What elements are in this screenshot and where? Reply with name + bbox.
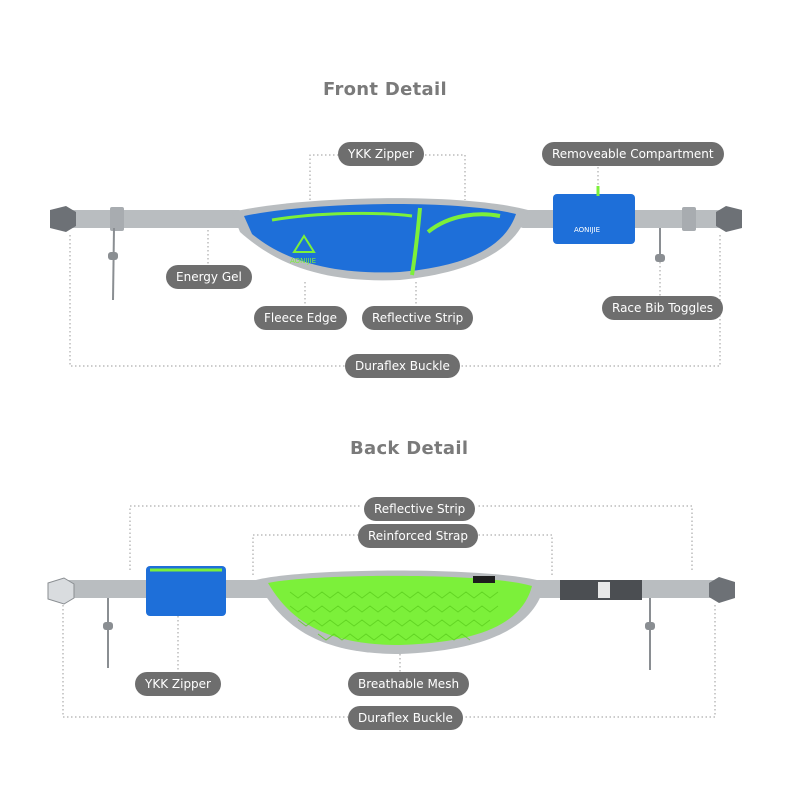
label-fleece-edge: Fleece Edge bbox=[254, 306, 347, 330]
label-back-reflective-strip: Reflective Strip bbox=[364, 497, 476, 521]
back-buckle-left bbox=[47, 577, 75, 605]
front-strap-left bbox=[62, 210, 242, 228]
label-race-bib-toggles: Race Bib Toggles bbox=[602, 296, 724, 320]
label-front-reflective-strip: Reflective Strip bbox=[362, 306, 474, 330]
front-buckle-left bbox=[50, 206, 76, 232]
label-energy-gel: Energy Gel bbox=[166, 265, 252, 289]
label-reinforced-strap: Reinforced Strap bbox=[358, 524, 478, 548]
front-detail-title: Front Detail bbox=[323, 79, 447, 100]
front-compartment-brand: AONIJIE bbox=[574, 226, 600, 234]
label-front-duraflex-buckle: Duraflex Buckle bbox=[345, 354, 460, 378]
back-mesh-panel bbox=[268, 575, 532, 645]
label-back-ykk-zipper: YKK Zipper bbox=[135, 672, 221, 696]
front-buckle-right bbox=[716, 206, 742, 232]
label-removeable-compartment: Removeable Compartment bbox=[542, 142, 724, 166]
label-back-duraflex-buckle: Duraflex Buckle bbox=[348, 706, 463, 730]
front-compartment bbox=[553, 194, 635, 244]
label-breathable-mesh: Breathable Mesh bbox=[348, 672, 470, 696]
front-pouch-brand: AONIJIE bbox=[290, 257, 316, 265]
back-buckle-right bbox=[709, 577, 735, 603]
back-detail-title: Back Detail bbox=[350, 438, 469, 459]
back-pocket bbox=[146, 566, 226, 616]
label-front-ykk-zipper: YKK Zipper bbox=[338, 142, 424, 166]
